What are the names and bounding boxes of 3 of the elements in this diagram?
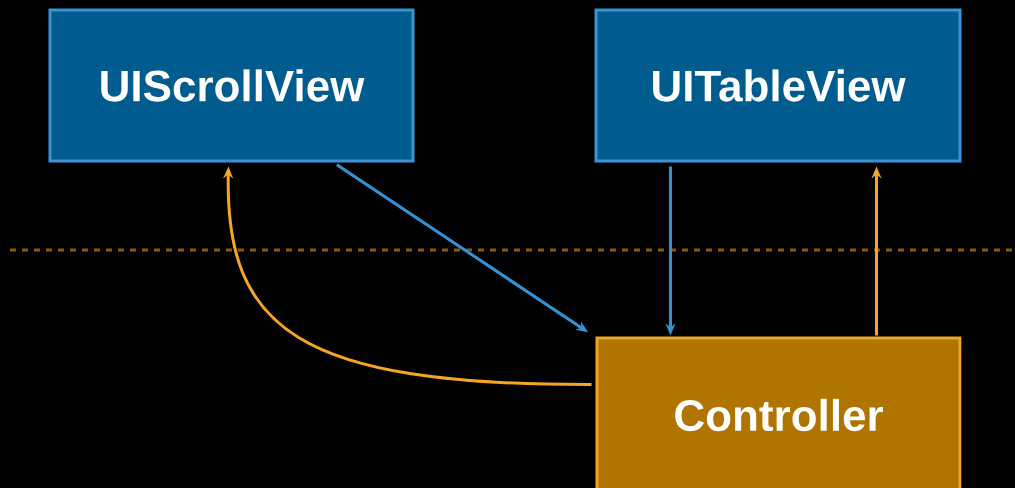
class-box: UITableView bbox=[594, 8, 962, 163]
class-box: Controller bbox=[595, 336, 962, 488]
class-box: UIScrollView bbox=[48, 8, 415, 163]
